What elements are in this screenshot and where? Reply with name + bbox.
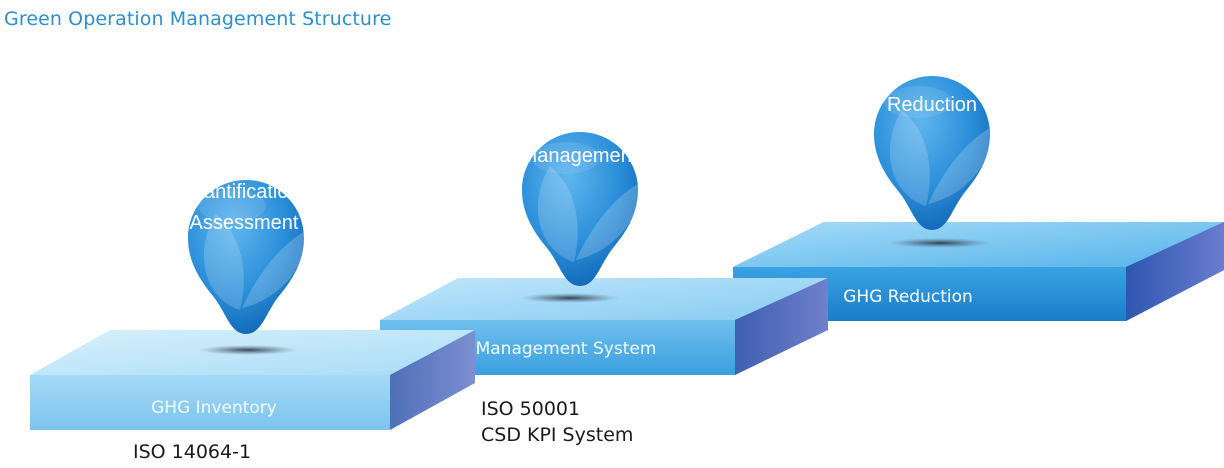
standard-label-iso-50001: ISO 50001	[481, 398, 581, 420]
pin-label-management: Management	[521, 145, 638, 167]
pin-shadow	[198, 345, 298, 355]
pin-label-reduction: Reduction	[887, 94, 977, 116]
standard-label-iso-14064: ISO 14064-1	[133, 441, 252, 463]
pin-label-quantification-line1: Quantification /	[177, 181, 311, 203]
platform-label-management-system: Management System	[476, 339, 657, 359]
platform-ghg-inventory	[30, 330, 475, 430]
platform-ghg-reduction	[733, 222, 1224, 321]
platform-label-ghg-reduction: GHG Reduction	[843, 287, 973, 307]
pin-shadow	[520, 293, 620, 303]
map-pin-icon-quantification	[188, 180, 308, 334]
diagram-title: Green Operation Management Structure	[4, 8, 392, 30]
standard-label-csd-kpi: CSD KPI System	[481, 424, 634, 446]
pin-shadow	[888, 238, 992, 248]
platform-label-ghg-inventory: GHG Inventory	[151, 398, 277, 418]
pin-label-quantification-line2: Assessment	[190, 212, 299, 234]
